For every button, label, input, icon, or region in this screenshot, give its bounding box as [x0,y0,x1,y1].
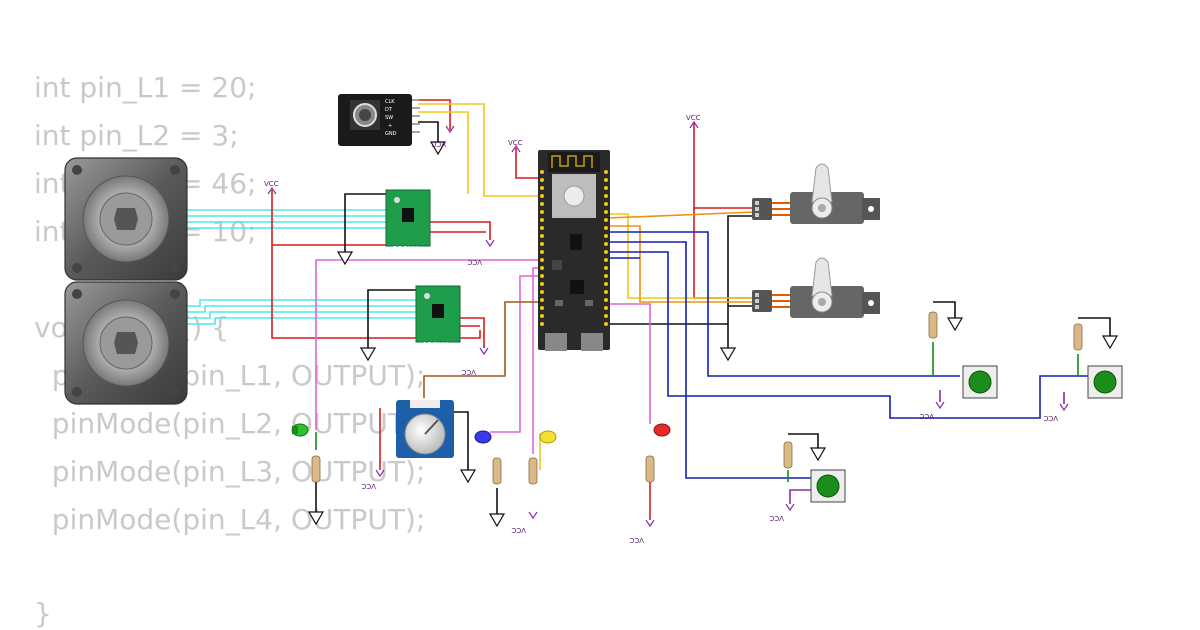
encoder-pin-dt: DT [385,107,393,113]
a4988-driver-2: A4988 [415,285,461,349]
push-button-2 [1087,365,1123,399]
gnd-symbols [307,141,1119,528]
code-line: pinMode(pin_L2, OUTPUT); [34,407,426,440]
encoder-pin-plus: + [388,123,392,129]
encoder-pin-gnd: GND [385,131,397,137]
vcc-label: VCC [264,180,279,188]
code-line: int pin_L2 = 3; [34,119,239,152]
stepper-motor-1 [64,157,188,281]
led-red [653,423,671,437]
stepper2-wires [186,299,418,325]
vcc-label: VCC [1043,414,1058,422]
stepper1-wires [186,209,388,229]
code-line: } [34,597,52,630]
driver2-label: A4988 [422,340,448,349]
potentiometer [396,400,454,458]
encoder-pin-sw: SW [385,115,393,121]
vcc-label: VCC [508,139,523,147]
vcc-label: VCC [431,140,446,148]
servo-1 [752,163,880,224]
vcc-label: VCC [629,536,644,544]
driver1-label: A4988 [392,244,418,253]
rotary-encoder: CLK DT SW + GND [338,94,420,146]
push-button-3 [810,469,846,503]
led-yellow [539,430,557,444]
push-button-1 [962,365,998,399]
code-line: pinMode(pin_L4, OUTPUT); [34,503,426,536]
vcc-label: VCC [467,258,482,266]
vcc-label: VCC [686,114,701,122]
esp32-board [538,150,610,351]
led-blue [474,430,492,444]
vcc-labels: VCC VCC VCC VCC VCC VCC VCC VCC VCC VCC … [264,114,1058,544]
vcc-label: VCC [461,368,476,376]
a4988-driver-1: A4988 [385,189,431,253]
code-line: int pin_L1 = 20; [34,71,257,104]
led-green [291,423,309,437]
stepper-motor-2 [64,281,188,405]
vcc-label: VCC [361,482,376,490]
resistors [311,311,1083,485]
vcc-label: VCC [769,514,784,522]
encoder-pin-clk: CLK [385,99,395,105]
vcc-label: VCC [919,412,934,420]
vcc-label: VCC [511,526,526,534]
servo-2 [752,257,880,318]
